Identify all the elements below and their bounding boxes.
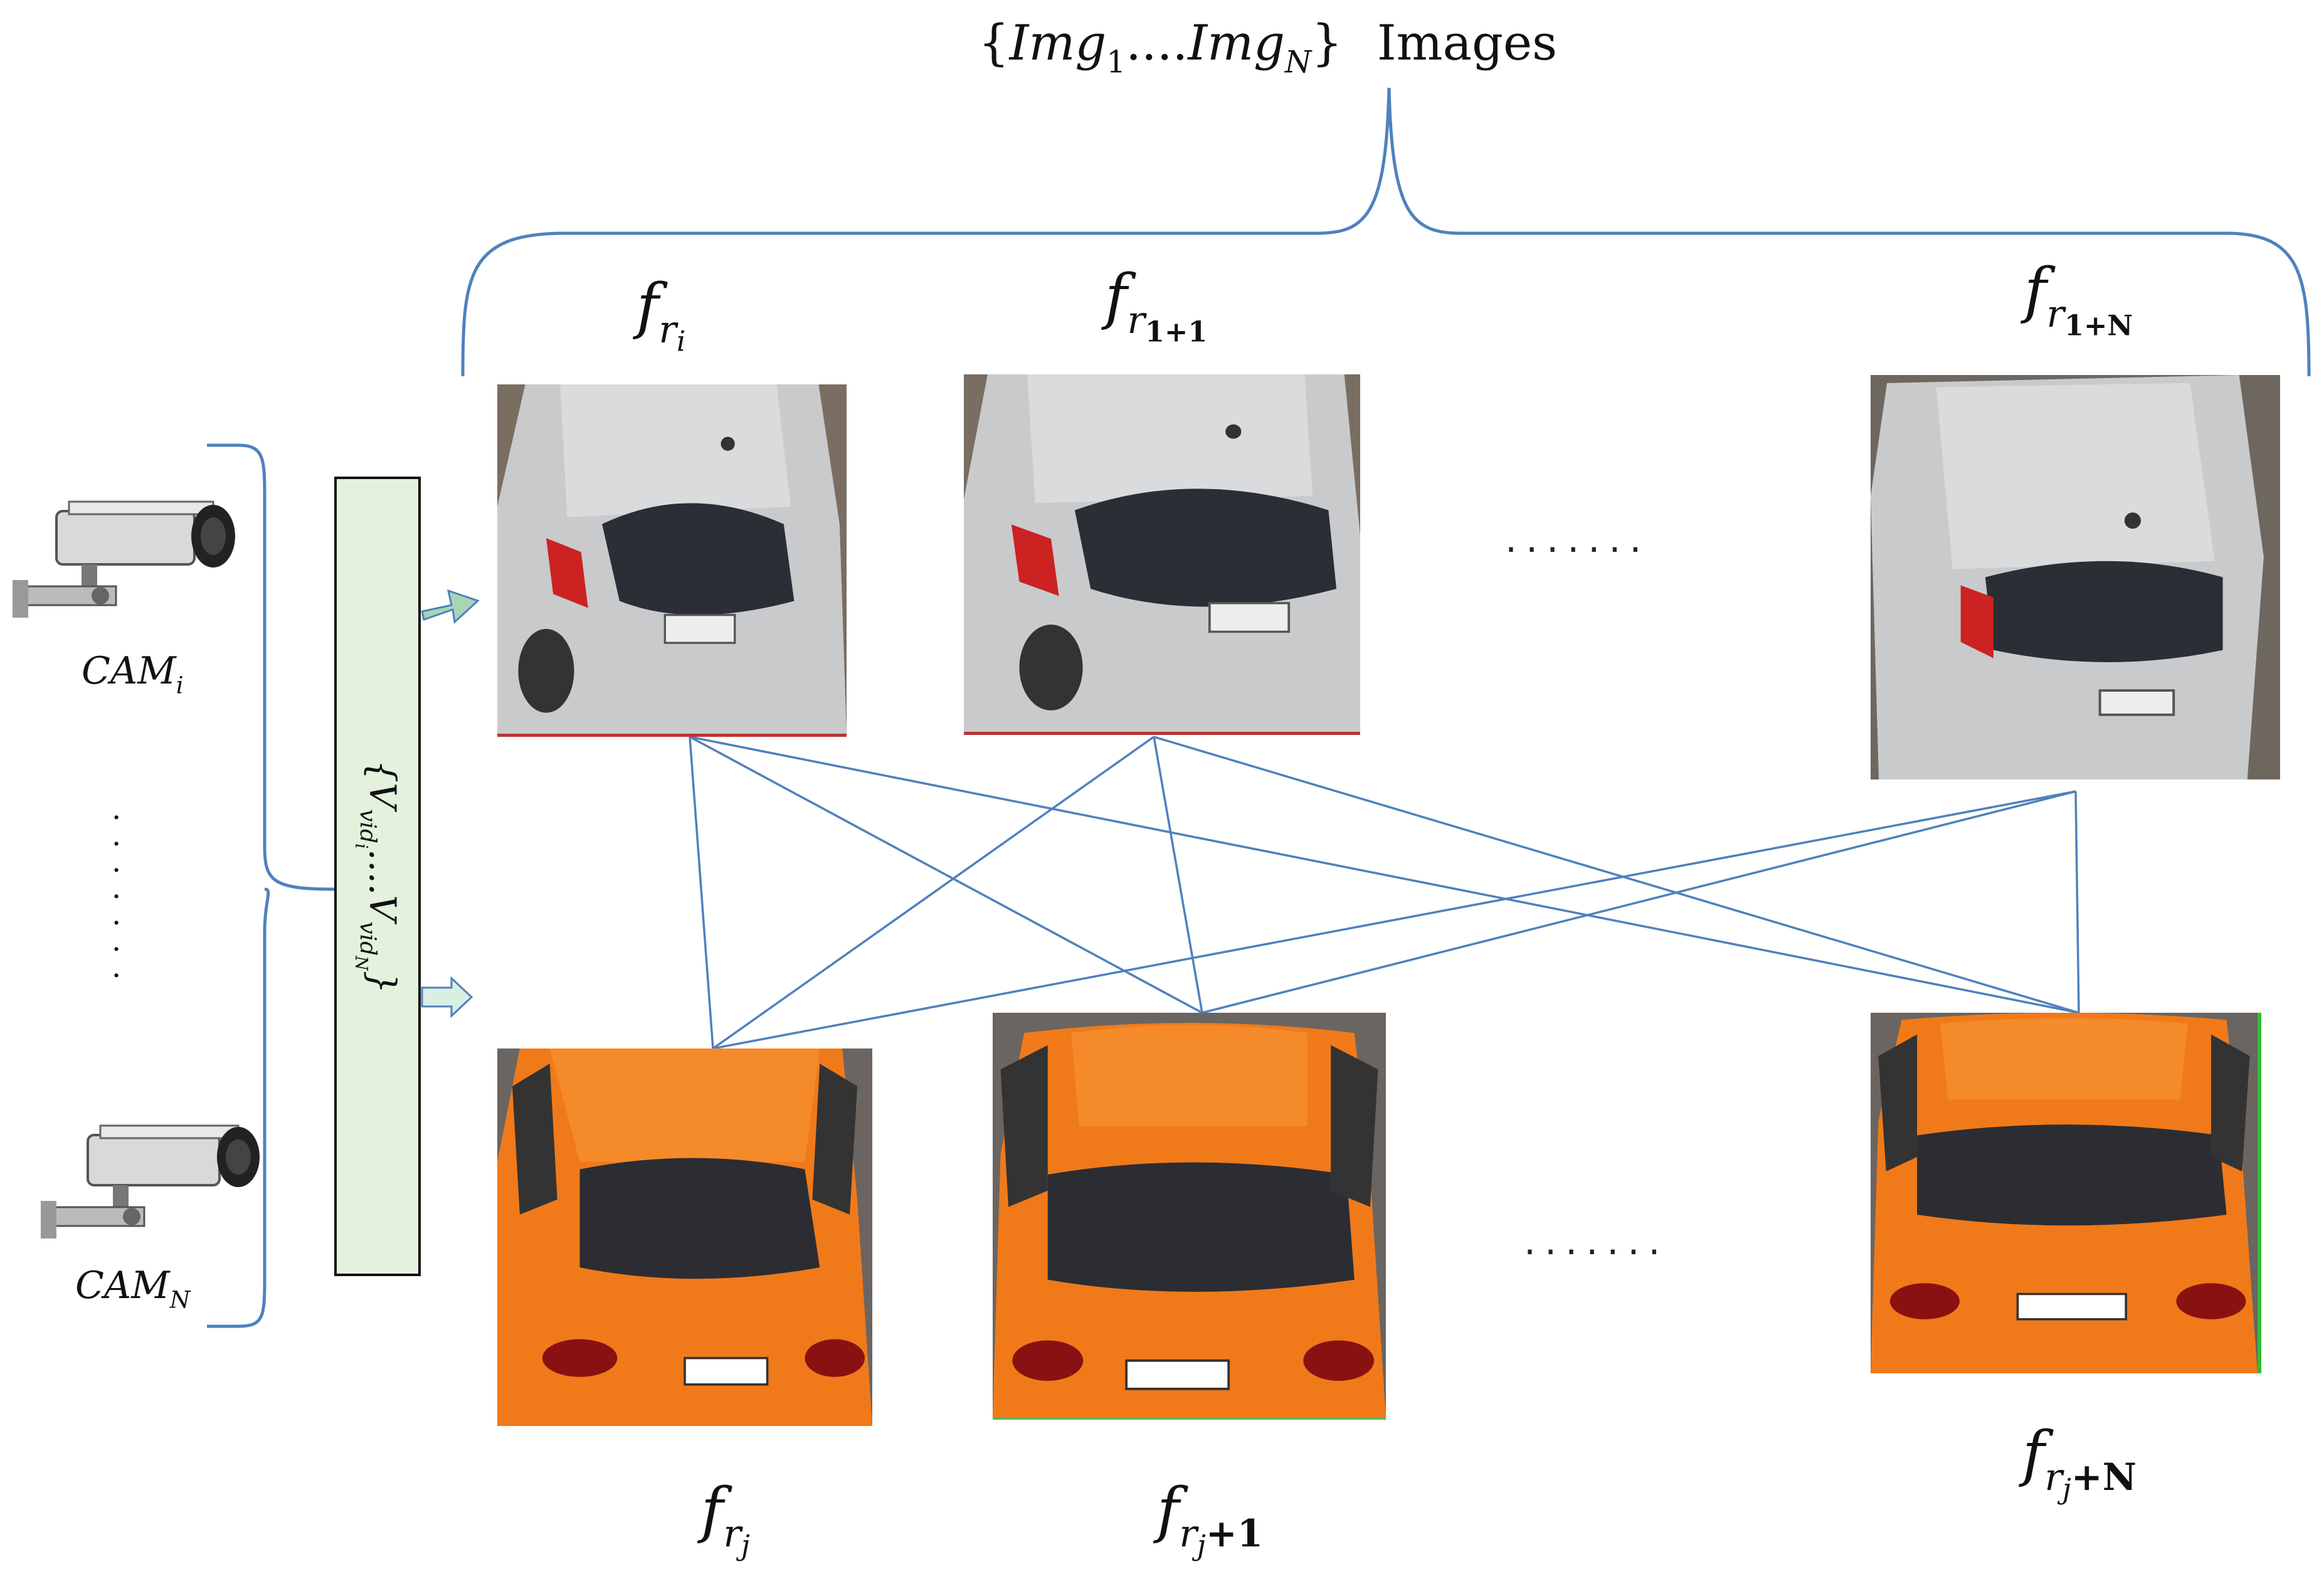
link-2i-2j <box>1153 736 1203 1013</box>
bottom-frame-label-2: frj+1 <box>1157 1480 1263 1560</box>
bottom-frame-label-3: frj+N <box>2022 1423 2136 1503</box>
link-2i-1j <box>712 736 1155 1050</box>
top-frame-label-3: fr1+N <box>2024 260 2133 340</box>
arrow-to-bottom-frames <box>421 976 473 1018</box>
frame-index: 1+1 <box>1144 315 1208 349</box>
camera-icon-i <box>13 500 235 618</box>
r-symbol: r <box>2044 1455 2063 1499</box>
link-1i-1j <box>689 736 714 1049</box>
cross-lines <box>689 736 2080 1050</box>
j-symbol: j <box>2062 1472 2071 1506</box>
camera-brace <box>207 443 335 1328</box>
arrow-to-top-frames <box>421 589 480 625</box>
silver-car-image <box>1871 375 2280 779</box>
top-frame-label-2: fr1+1 <box>1105 267 1207 346</box>
link-3i-3j <box>2074 791 2080 1013</box>
silver-car-frame-3 <box>1871 375 2280 779</box>
j-symbol: j <box>741 1529 750 1562</box>
frame-index: +N <box>2071 1455 2137 1499</box>
v-symbol: V <box>361 894 404 921</box>
r-symbol: r <box>1179 1512 1197 1556</box>
top-row-ellipsis: ....... <box>1505 517 1651 561</box>
link-3i-2j <box>1202 790 2076 1014</box>
f-symbol: f <box>1105 261 1128 332</box>
orange-car-frame-3 <box>1871 1013 2261 1373</box>
top-frame-label-1: fri <box>636 276 685 356</box>
v-symbol: V <box>361 782 404 809</box>
orange-car-frame-1 <box>497 1048 872 1426</box>
cam-symbol: CAM <box>75 1264 170 1307</box>
cam-index: i <box>176 671 184 699</box>
frame-index: +1 <box>1205 1511 1264 1556</box>
video-set-box: {Vvidi....VvidN} <box>334 477 421 1276</box>
camera-icon-n <box>41 1124 260 1239</box>
orange-car-image <box>1871 1013 2258 1373</box>
img-sub-1: 1 <box>1106 45 1126 80</box>
camera-label-n: CAMN <box>75 1267 190 1312</box>
images-word: Images <box>1376 15 1558 71</box>
r-symbol: r <box>658 308 677 352</box>
link-3i-1j <box>712 790 2076 1050</box>
video-set-label: {Vvidi....VvidN} <box>351 759 404 994</box>
f-symbol: f <box>2022 1418 2045 1489</box>
link-2i-3j <box>1153 736 2079 1014</box>
silver-car-image <box>497 384 847 734</box>
img-symbol-n: Img <box>1188 15 1286 71</box>
f-symbol: f <box>2024 255 2047 325</box>
brace-close: } <box>1311 15 1343 71</box>
orange-car-image <box>993 1013 1386 1417</box>
f-symbol: f <box>636 271 659 341</box>
img-sub-n: N <box>1285 45 1312 80</box>
cam-index: N <box>169 1286 191 1314</box>
silver-car-image <box>964 374 1360 732</box>
brace-open: { <box>978 15 1010 71</box>
camera-vertical-ellipsis: · · · · · · · <box>112 800 122 993</box>
top-brace <box>461 87 2311 377</box>
cam-symbol: CAM <box>82 649 176 693</box>
orange-car-image <box>497 1048 872 1426</box>
link-1i-2j <box>689 736 1203 1014</box>
r-symbol: r <box>1127 298 1145 342</box>
bottom-row-ellipsis: ....... <box>1524 1220 1669 1264</box>
f-symbol: f <box>701 1475 724 1545</box>
frame-index: 1+N <box>2064 309 2133 342</box>
j-symbol: j <box>1196 1529 1206 1562</box>
f-symbol: f <box>1157 1475 1180 1545</box>
link-1i-3j <box>689 736 2079 1014</box>
img-symbol: Img <box>1009 15 1107 71</box>
bottom-frame-label-1: frj <box>701 1480 750 1560</box>
orange-car-frame-2 <box>993 1013 1386 1420</box>
camera-label-i: CAMi <box>82 652 184 697</box>
silver-car-frame-2 <box>964 374 1360 735</box>
r-symbol: r <box>2046 292 2064 336</box>
img-ellipsis: .... <box>1126 15 1188 71</box>
images-set-label: {Img1....ImgN} Images <box>978 19 1557 78</box>
frame-index: i <box>676 325 686 358</box>
silver-car-frame-1 <box>497 384 847 737</box>
r-symbol: r <box>723 1512 741 1556</box>
